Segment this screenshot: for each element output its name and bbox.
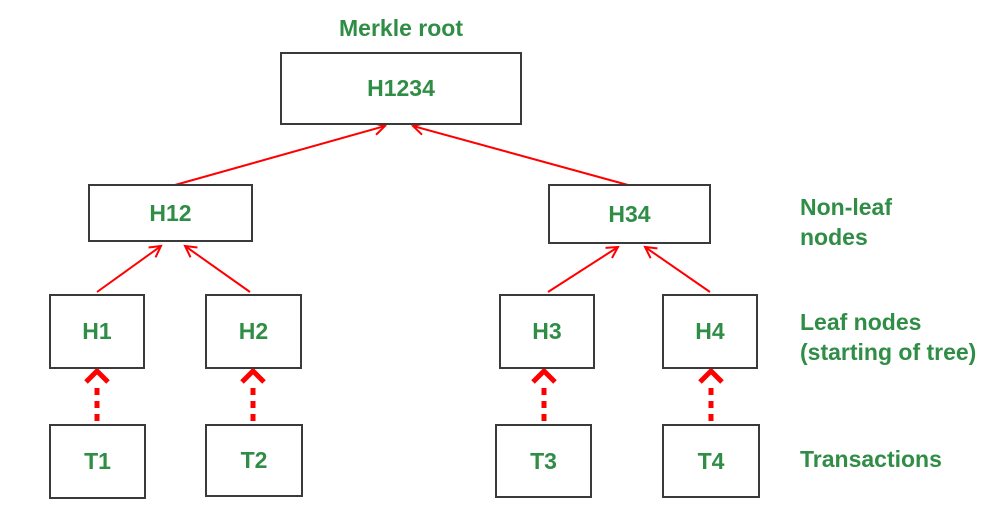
edge-h12-to-root xyxy=(174,122,388,186)
edge-h1-to-h12 xyxy=(96,244,163,293)
node-t3: T3 xyxy=(495,424,592,498)
arrowhead-t2-to-h2 xyxy=(240,367,266,384)
node-h12: H12 xyxy=(88,184,253,242)
node-h34: H34 xyxy=(548,184,711,244)
arrowhead-t1-to-h1 xyxy=(84,367,110,384)
node-h3: H3 xyxy=(499,294,595,369)
transactions-label: Transactions xyxy=(800,446,942,472)
node-t1: T1 xyxy=(49,424,146,499)
node-h1: H1 xyxy=(49,294,145,369)
node-t2: T2 xyxy=(205,424,303,497)
leaf-nodes-label: Leaf nodes (starting of tree) xyxy=(800,309,977,365)
non-leaf-nodes-label: Non-leaf nodes xyxy=(800,194,892,250)
edge-h34-to-root xyxy=(410,122,629,186)
arrowhead-t4-to-h4 xyxy=(698,367,724,384)
merkle-root-label: Merkle root xyxy=(339,15,463,41)
edge-h2-to-h12 xyxy=(183,244,251,293)
node-t4: T4 xyxy=(662,424,760,498)
edge-h4-to-h34 xyxy=(643,245,711,293)
edge-h3-to-h34 xyxy=(547,245,620,293)
arrowhead-t3-to-h3 xyxy=(531,367,557,384)
node-h1234: H1234 xyxy=(280,52,522,125)
node-h4: H4 xyxy=(662,294,758,369)
node-h2: H2 xyxy=(205,294,302,369)
